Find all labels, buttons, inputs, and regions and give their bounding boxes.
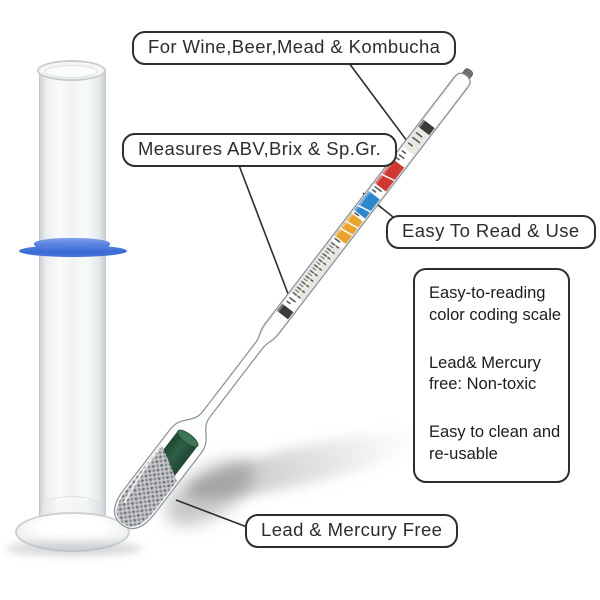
pointer-lines [175, 58, 414, 528]
cap-ridge [464, 69, 472, 76]
callout-measures-abv-brix-spgr: Measures ABV,Brix & Sp.Gr. [122, 133, 398, 167]
pointer-line-lead-free-callout [175, 499, 248, 528]
cylinder-tube [39, 70, 106, 532]
hydrometer [113, 68, 474, 530]
scale-bands [258, 71, 473, 344]
feature-reusable: Easy to clean and re-usable [429, 423, 561, 463]
callout-lead-mercury-free: Lead & Mercury Free [245, 514, 459, 548]
bulb-beads [116, 444, 177, 527]
cylinder-blue-ring [19, 245, 127, 257]
cylinder-base-highlight [34, 519, 110, 535]
stem-highlight [270, 78, 457, 321]
callout-for-wine-beer-mead-kombucha: For Wine,Beer,Mead & Kombucha [132, 31, 457, 65]
cylinder-ground-shadow [6, 541, 142, 556]
bulb-highlight [123, 433, 171, 504]
feature-color-coding: Easy-to-reading color coding scale [429, 284, 562, 324]
cylinder-rim-inner [45, 65, 98, 78]
stem-shading [258, 71, 473, 344]
pointer-line-top-callout [345, 58, 414, 150]
pointer-line-measures-callout [236, 159, 291, 300]
callout-easy-to-read: Easy To Read & Use [386, 215, 596, 249]
feature-non-toxic: Lead& Mercury free: Non-toxic [429, 353, 541, 394]
feature-panel: Easy-to-reading color coding scale Lead&… [413, 268, 570, 483]
